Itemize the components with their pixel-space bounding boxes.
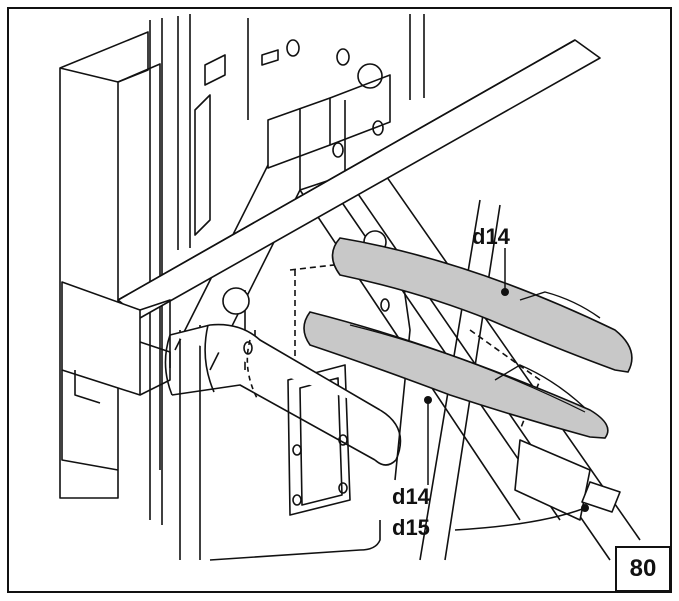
leader-dot-lower: [424, 396, 432, 404]
leader-dot-catch: [581, 504, 589, 512]
lower-blade-d14: [303, 311, 609, 439]
leader-dot-upper: [501, 288, 509, 296]
figure-number: 80: [629, 555, 657, 582]
machine-frame: [59, 14, 641, 561]
label-upper-blade: d14: [472, 224, 510, 249]
label-catch: d15: [392, 515, 430, 540]
label-lower-blade: d14: [392, 484, 430, 509]
frame-border: [7, 7, 672, 593]
upper-blade-d14: [331, 237, 633, 373]
leader-lines: [427, 248, 586, 531]
figure-number-box: 80: [615, 546, 671, 592]
